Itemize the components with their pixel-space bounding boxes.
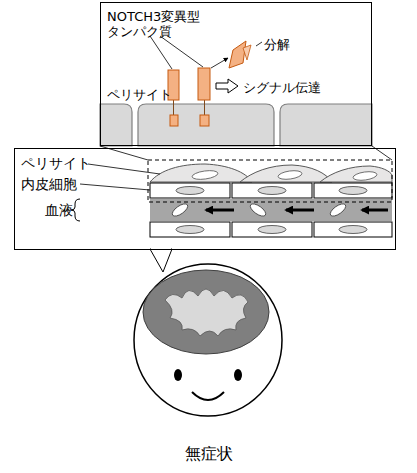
inset-box: NOTCH3変異型 タンパク質分解シグナル伝達 ペリサイト bbox=[100, 2, 372, 146]
endothelial-cells bbox=[150, 183, 392, 237]
eye bbox=[174, 369, 182, 381]
focus-rectangle bbox=[148, 160, 392, 202]
pericyte-cells bbox=[100, 104, 372, 146]
blood-cell bbox=[170, 202, 347, 219]
brain bbox=[143, 270, 269, 354]
flow-arrow bbox=[206, 209, 388, 212]
cell-label: ペリサイト bbox=[21, 156, 101, 171]
signal-arrow bbox=[216, 79, 238, 93]
vessel-panel-background bbox=[14, 148, 396, 250]
notch3-receptor bbox=[168, 68, 210, 126]
protein-label: NOTCH3変異型 タンパク質 bbox=[107, 9, 203, 39]
degraded-fragment bbox=[243, 45, 251, 60]
vessel-panel: ペリサイト内皮細胞血液 bbox=[14, 148, 396, 250]
inset-background bbox=[100, 2, 372, 146]
brain-white-matter bbox=[165, 289, 248, 336]
pericyte-nucleus bbox=[192, 169, 378, 181]
speech-tail bbox=[150, 249, 172, 272]
leader-line bbox=[256, 42, 262, 46]
eye bbox=[234, 369, 242, 381]
cell-label: 内皮細胞 bbox=[21, 177, 91, 192]
leader-line bbox=[150, 36, 203, 69]
cell-label: 血液 bbox=[45, 203, 85, 218]
degradation-arrow bbox=[211, 58, 228, 68]
smile bbox=[192, 392, 224, 400]
degraded-fragment bbox=[229, 41, 246, 68]
caption: 無症状 bbox=[0, 444, 417, 465]
pericyte-cells bbox=[150, 164, 392, 182]
cell-label: ペリサイト bbox=[107, 87, 187, 102]
process-label: 分解 bbox=[264, 37, 304, 52]
head bbox=[134, 264, 282, 416]
process-label: シグナル伝達 bbox=[243, 80, 343, 95]
